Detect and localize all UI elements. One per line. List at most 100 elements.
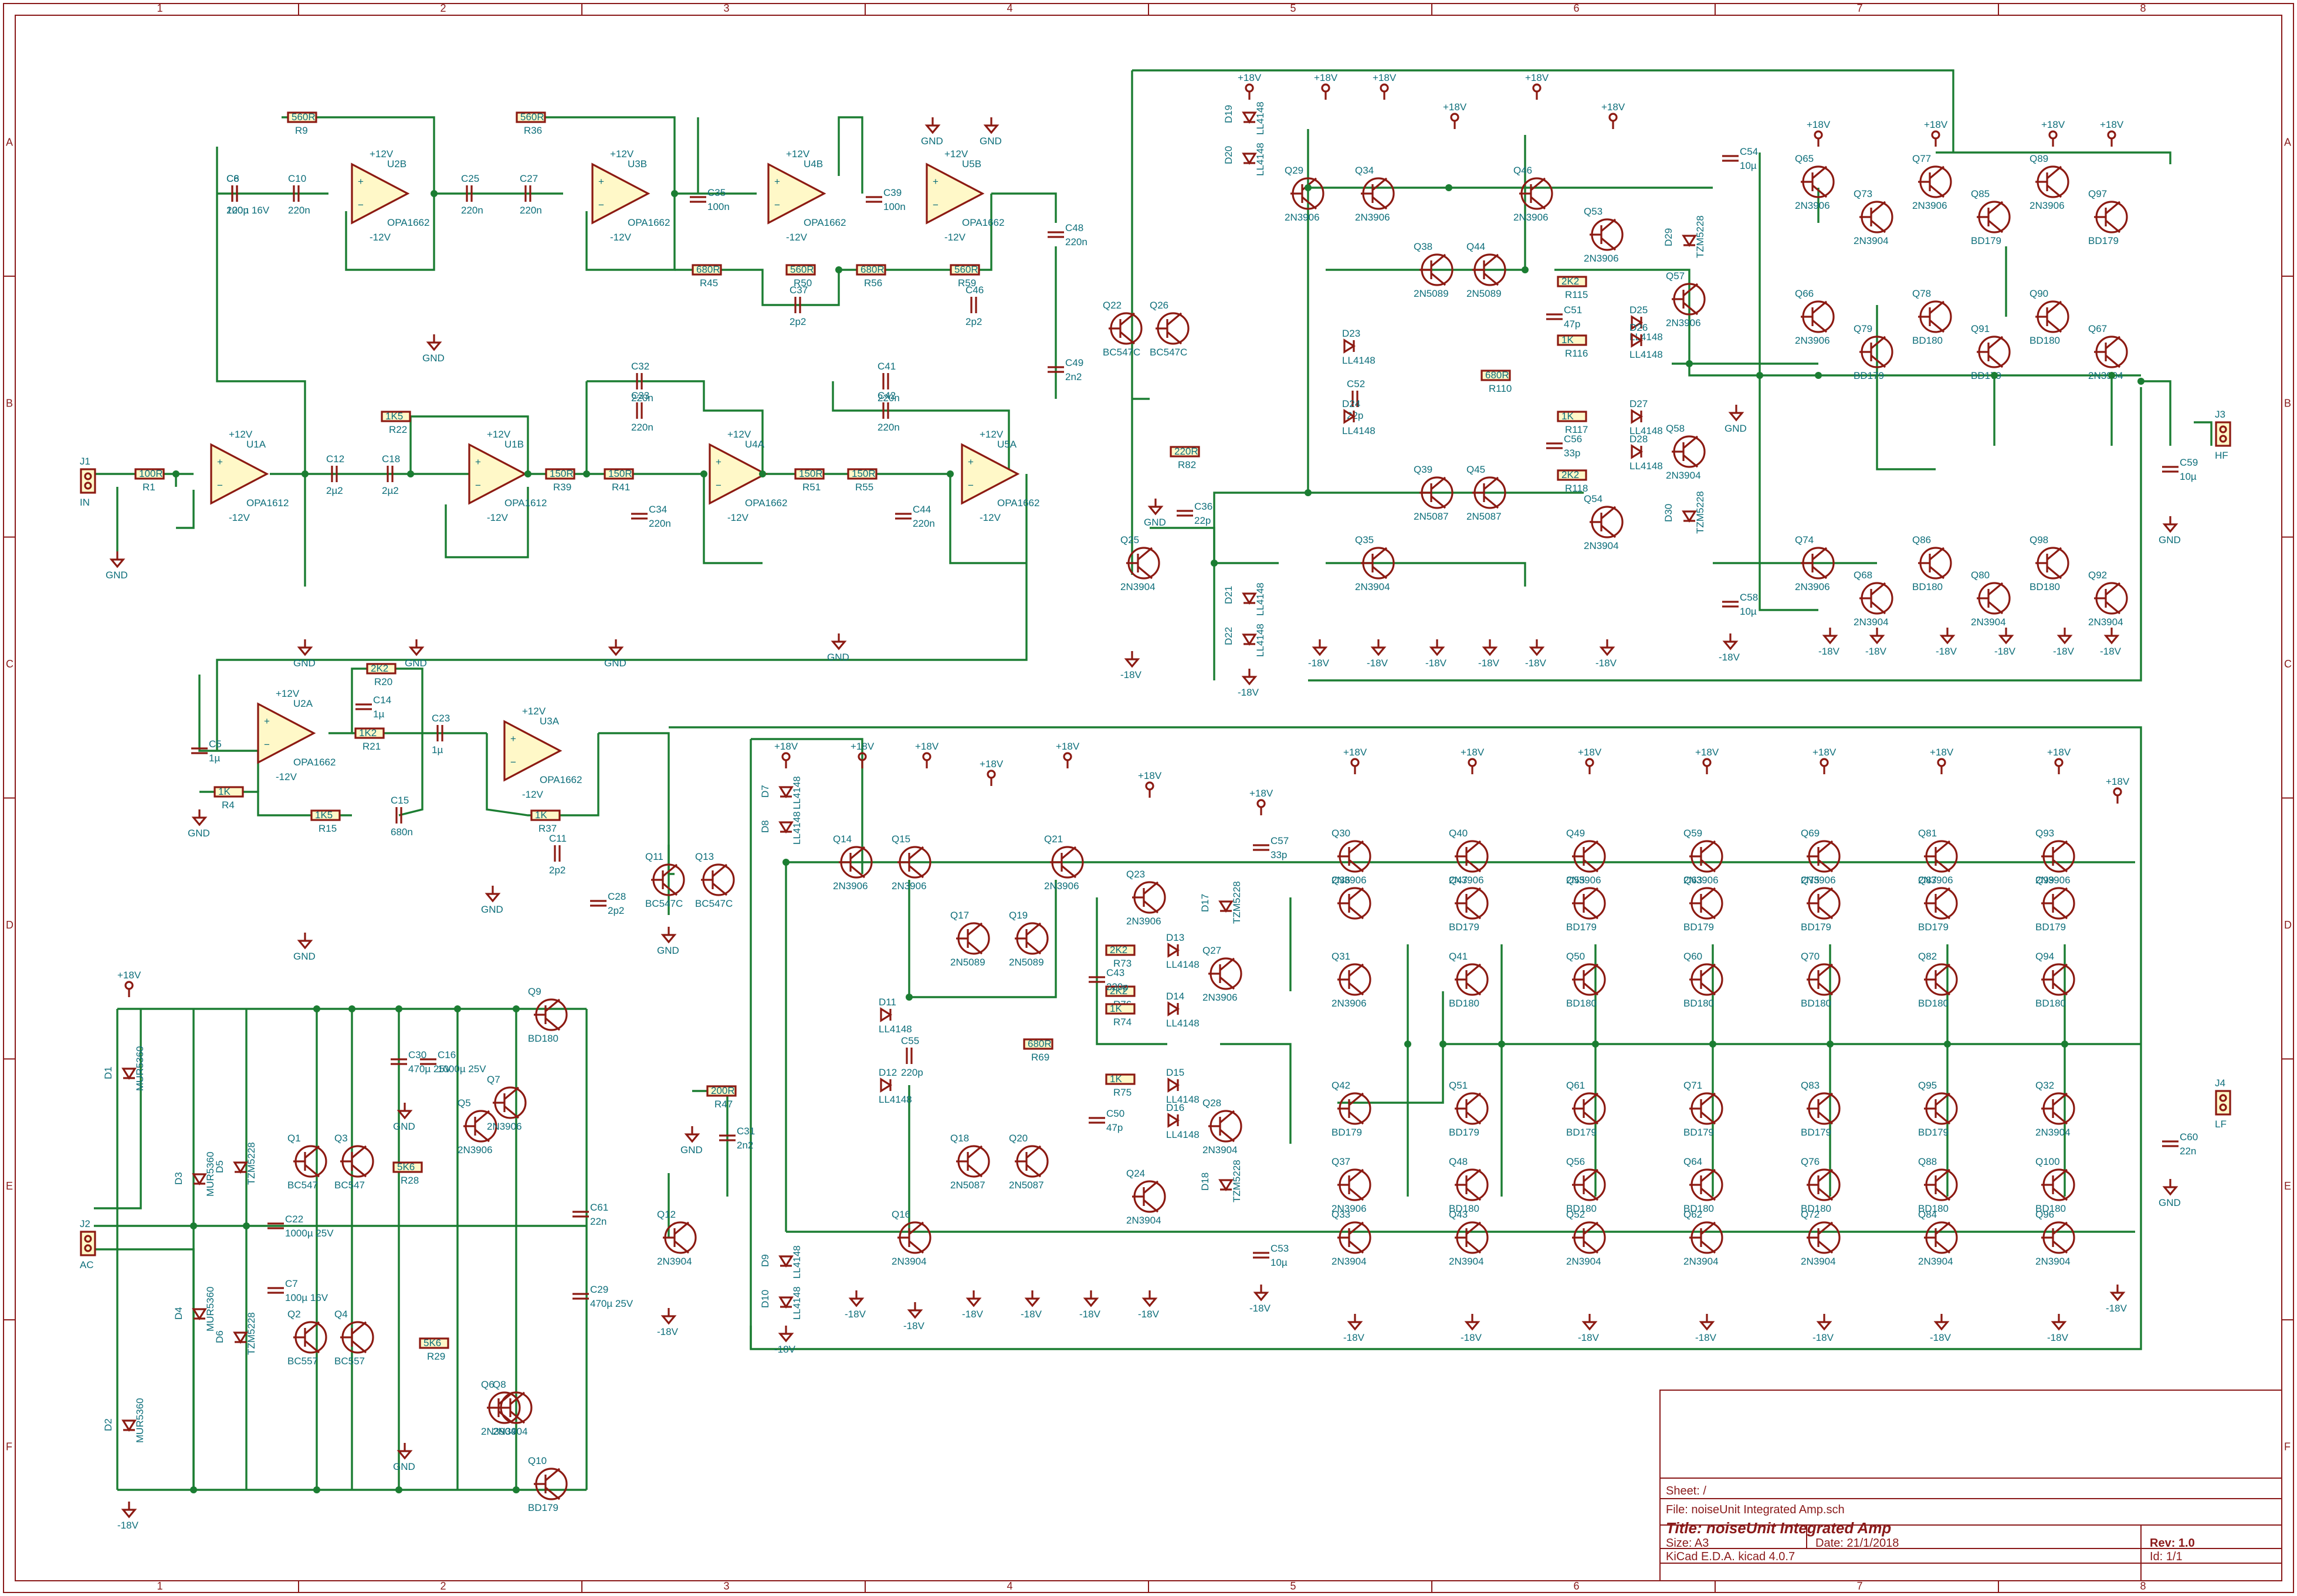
rail-symbol: GND bbox=[393, 1443, 415, 1472]
transistor-ref: Q13 bbox=[695, 851, 714, 862]
wire-junction bbox=[313, 1005, 320, 1012]
grid-row-label: D bbox=[2284, 919, 2292, 931]
capacitor-ref: C33 bbox=[631, 390, 649, 401]
capacitor-value: 220p bbox=[901, 1067, 923, 1078]
transistor-value: 2N3904 bbox=[1918, 1256, 1953, 1267]
resistor-ref: R69 bbox=[1031, 1052, 1049, 1063]
title-block-sheet: Sheet: / bbox=[1666, 1485, 1706, 1497]
diode-value: LL4148 bbox=[791, 1245, 802, 1279]
transistor-ref: Q48 bbox=[1449, 1156, 1468, 1167]
diode-ref: D1 bbox=[103, 1066, 114, 1079]
transistor-ref: Q75 bbox=[1801, 875, 1820, 886]
resistor-ref: R73 bbox=[1113, 958, 1131, 969]
transistor-value: 2N3904 bbox=[1971, 616, 2006, 628]
diode-value: LL4148 bbox=[1629, 331, 1663, 343]
transistor-value: BC547C bbox=[695, 898, 733, 909]
capacitor-value: 220n bbox=[913, 518, 935, 529]
rail-label: -18V bbox=[2100, 646, 2122, 657]
resistor-value: 1K5 bbox=[385, 411, 403, 422]
capacitor-value: 220n bbox=[461, 205, 483, 216]
diode-value: LL4148 bbox=[791, 811, 802, 845]
opamp-ref: U4A bbox=[745, 439, 765, 450]
rail-label: -12V bbox=[727, 512, 749, 523]
transistor-ref: Q69 bbox=[1801, 828, 1820, 839]
resistor-ref: R75 bbox=[1113, 1087, 1131, 1098]
rail-symbol: +18V bbox=[980, 758, 1004, 786]
transistor-symbol: Q14 2N3906 bbox=[833, 833, 873, 892]
rail-label: +18V bbox=[851, 741, 875, 752]
transistor-ref: Q66 bbox=[1795, 288, 1814, 299]
opamp-value: OPA1612 bbox=[246, 497, 289, 509]
diode-value: MUR5360 bbox=[134, 1398, 145, 1443]
grid-column-label: 2 bbox=[441, 1580, 446, 1592]
transistor-ref: Q91 bbox=[1971, 323, 1990, 334]
rail-symbol: GND bbox=[2159, 1179, 2181, 1208]
transistor-value: 2N5089 bbox=[1009, 957, 1044, 968]
rail-label: +12V bbox=[276, 688, 300, 699]
rail-label: GND bbox=[657, 945, 679, 956]
title-block-rev: Rev: 1.0 bbox=[2150, 1537, 2195, 1550]
transistor-ref: Q70 bbox=[1801, 951, 1820, 962]
resistor-ref: R117 bbox=[1565, 424, 1588, 435]
capacitor-value: 100µ 16V bbox=[285, 1292, 328, 1303]
transistor-ref: Q24 bbox=[1126, 1168, 1145, 1179]
rail-symbol: +18V bbox=[1249, 788, 1273, 815]
capacitor-ref: C49 bbox=[1065, 357, 1083, 368]
diode-ref: D3 bbox=[173, 1172, 184, 1185]
rail-label: -18V bbox=[774, 1344, 796, 1355]
rail-symbol: +18V bbox=[1443, 101, 1467, 129]
grid-row-label: A bbox=[6, 136, 13, 148]
opamp-pin-minus: − bbox=[716, 480, 721, 491]
grid-column-label: 5 bbox=[1290, 1580, 1296, 1592]
transistor-value: BD179 bbox=[2035, 921, 2066, 933]
transistor-ref: Q92 bbox=[2088, 570, 2107, 581]
rail-symbol: GND bbox=[980, 117, 1002, 147]
transistor-value: 2N3904 bbox=[892, 1256, 927, 1267]
transistor-ref: Q14 bbox=[833, 833, 852, 845]
capacitor-ref: C12 bbox=[326, 453, 344, 465]
rail-label: +12V bbox=[370, 148, 394, 160]
transistor-value: BD180 bbox=[1566, 1203, 1597, 1214]
wire-net bbox=[88, 69, 2213, 1491]
transistor-ref: Q99 bbox=[2035, 875, 2054, 886]
diode-value: LL4148 bbox=[1629, 349, 1663, 360]
wire-junction bbox=[1211, 560, 1218, 567]
rail-label: +12V bbox=[944, 148, 968, 160]
rail-label: +18V bbox=[980, 758, 1004, 770]
diode-value: LL4148 bbox=[879, 1024, 912, 1035]
transistor-ref: Q80 bbox=[1971, 570, 1990, 581]
diode-ref: D12 bbox=[879, 1067, 897, 1078]
rail-symbol: -18V bbox=[1425, 639, 1447, 669]
resistor-ref: R115 bbox=[1565, 289, 1588, 300]
connector-ref: J1 bbox=[80, 456, 90, 467]
capacitor-ref: C6 bbox=[226, 173, 239, 184]
diode-ref: D19 bbox=[1223, 105, 1234, 123]
opamp-ref: U1A bbox=[246, 439, 266, 450]
diode-ref: D7 bbox=[760, 785, 771, 798]
opamp-pin-plus: + bbox=[264, 716, 270, 727]
transistor-value: 2N3906 bbox=[833, 880, 868, 892]
connector-name: LF bbox=[2215, 1119, 2227, 1130]
